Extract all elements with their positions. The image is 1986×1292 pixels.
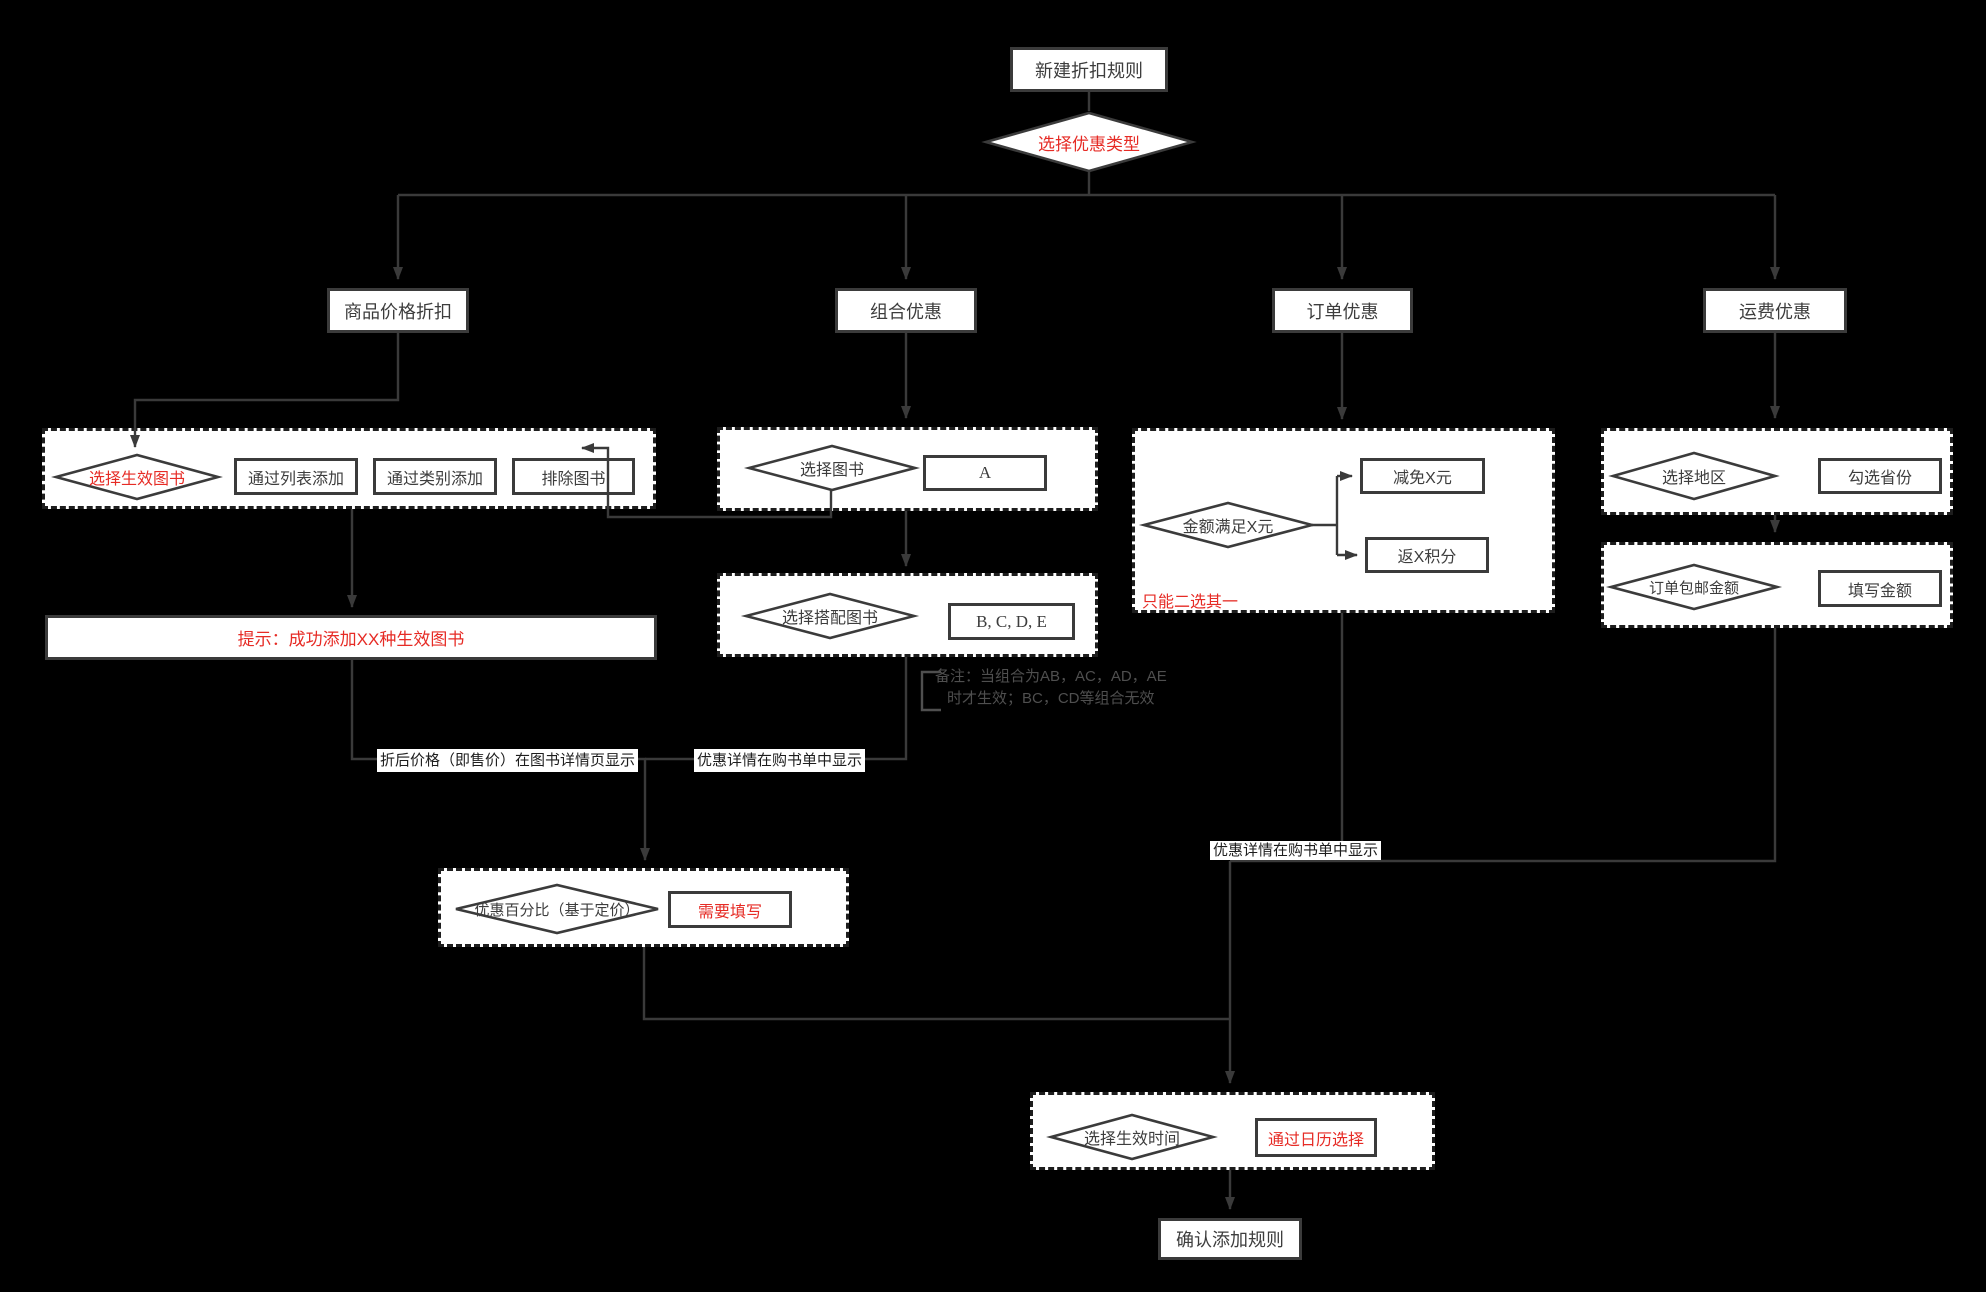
- branch-order-node: 订单优惠: [1272, 288, 1413, 333]
- branch-shipping-label: 运费优惠: [1739, 301, 1811, 322]
- combo-note: 备注：当组合为AB，AC，AD，AE 时才生效；BC，CD等组合无效: [935, 666, 1167, 710]
- fill-amount-label: 填写金额: [1847, 582, 1912, 600]
- edge-percent-down: [642, 947, 1229, 1021]
- via-calendar-label: 通过日历选择: [1267, 1131, 1364, 1149]
- books-bcde-box: B, C, D, E: [948, 603, 1075, 640]
- choose-type-text: 选择优惠类型: [986, 113, 1192, 171]
- add-by-category-box: 通过类别添加: [373, 458, 497, 495]
- check-province-box: 勾选省份: [1818, 458, 1942, 494]
- branch-combo-label: 组合优惠: [870, 301, 942, 322]
- edge-pair-to-percent: [645, 657, 908, 761]
- tip-node: 提示：成功添加XX种生效图书: [45, 615, 657, 660]
- price-display-text: 折后价格（即售价）在图书详情页显示: [380, 752, 636, 769]
- points-label: 返X积分: [1397, 549, 1457, 566]
- branch-price-node: 商品价格折扣: [327, 288, 469, 333]
- add-by-list-box: 通过列表添加: [234, 458, 358, 495]
- need-fill-label: 需要填写: [697, 903, 762, 921]
- exclude-books-box: 排除图书: [512, 458, 635, 495]
- confirm-label: 确认添加规则: [1176, 1230, 1284, 1250]
- only-one-label: 只能二选其一: [1142, 594, 1239, 611]
- deduct-label: 减免X元: [1393, 470, 1452, 487]
- edge-shipping-down: [1230, 628, 1777, 863]
- start-label: 新建折扣规则: [1035, 60, 1143, 81]
- points-box: 返X积分: [1365, 537, 1489, 573]
- cart-display-text: 优惠详情在购书单中显示: [697, 752, 863, 769]
- container-order-discount: [1132, 428, 1555, 613]
- confirm-node: 确认添加规则: [1158, 1218, 1302, 1260]
- branch-combo-node: 组合优惠: [835, 288, 977, 333]
- deduct-box: 减免X元: [1360, 458, 1485, 494]
- combo-note-line2: 时才生效；BC，CD等组合无效: [947, 690, 1155, 707]
- books-bcde-label: B, C, D, E: [976, 611, 1047, 631]
- exclude-books-label: 排除图书: [541, 470, 606, 488]
- tip-label: 提示：成功添加XX种生效图书: [237, 630, 465, 649]
- price-display-line-label: 折后价格（即售价）在图书详情页显示: [377, 749, 639, 772]
- add-by-category-label: 通过类别添加: [386, 470, 483, 488]
- cart-display-line-label: 优惠详情在购书单中显示: [694, 749, 866, 772]
- cart-display-line-label-2: 优惠详情在购书单中显示: [1210, 841, 1382, 860]
- choose-type-diamond: [981, 111, 1197, 173]
- book-a-label: A: [978, 463, 992, 482]
- cart-display-text-2: 优惠详情在购书单中显示: [1213, 842, 1379, 859]
- check-province-label: 勾选省份: [1847, 470, 1912, 487]
- only-one-annotation: 只能二选其一: [1142, 588, 1238, 612]
- start-node: 新建折扣规则: [1010, 47, 1168, 92]
- fill-amount-box: 填写金额: [1818, 570, 1942, 607]
- branch-order-label: 订单优惠: [1306, 301, 1379, 322]
- branch-shipping-node: 运费优惠: [1703, 288, 1847, 333]
- book-a-box: A: [923, 455, 1047, 491]
- choose-type-label: 选择优惠类型: [1038, 134, 1140, 154]
- branch-price-label: 商品价格折扣: [344, 301, 452, 322]
- add-by-list-label: 通过列表添加: [247, 470, 344, 488]
- need-fill-box: 需要填写: [668, 891, 792, 928]
- edge-distribution-bar: [398, 171, 1775, 197]
- combo-note-line1: 备注：当组合为AB，AC，AD，AE: [935, 668, 1167, 685]
- via-calendar-box: 通过日历选择: [1255, 1118, 1377, 1157]
